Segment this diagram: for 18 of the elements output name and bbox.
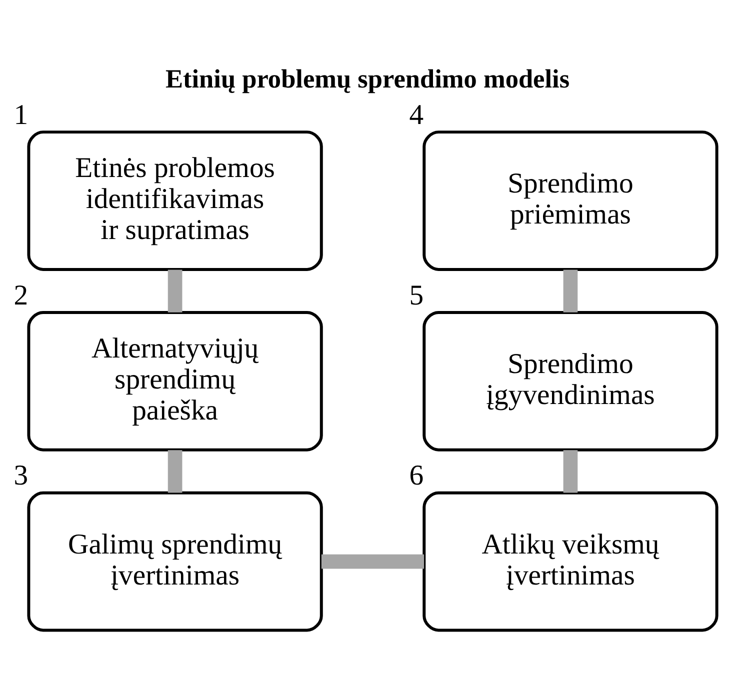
node-box: Atlikų veiksmų įvertinimas (422, 491, 718, 632)
node-label: 1 (14, 98, 28, 131)
node-label: 4 (409, 98, 424, 131)
node-box: Alternatyviųjų sprendimų paieška (27, 310, 323, 452)
connector (168, 270, 182, 312)
connector (563, 450, 578, 493)
node-box: Sprendimo priėmimas (422, 130, 718, 271)
diagram-title: Etinių problemų sprendimo modelis (166, 64, 570, 94)
node-box: Etinės problemos identifikavimas ir supratimas (27, 130, 323, 271)
connector (168, 450, 182, 493)
node-box: Sprendimo įgyvendinimas (422, 310, 718, 452)
node-label: 6 (409, 460, 424, 492)
node-label: 2 (14, 279, 28, 312)
node-label: 5 (409, 279, 424, 312)
node-label: 3 (14, 460, 28, 492)
connector (321, 554, 424, 569)
node-box: Galimų sprendimų įvertinimas (27, 491, 323, 632)
connector (563, 270, 578, 312)
